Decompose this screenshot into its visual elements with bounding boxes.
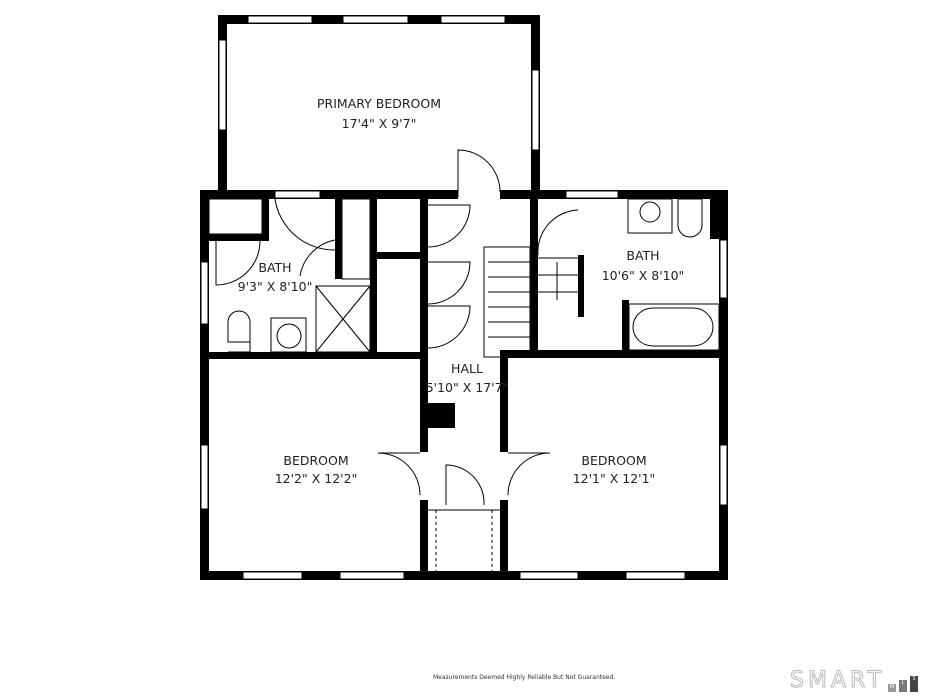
doors	[215, 149, 579, 506]
room-size: 17'4" X 9'7"	[342, 116, 417, 131]
fixtures	[208, 198, 720, 571]
room-name: HALL	[451, 361, 483, 376]
room-name: BATH	[626, 248, 659, 263]
stairs	[483, 246, 578, 358]
logo-sub: L	[899, 680, 908, 692]
logo-sub: M	[888, 684, 897, 692]
windows	[200, 15, 728, 580]
room-size: 10'6" X 8'10"	[602, 268, 685, 283]
room-labels: PRIMARY BEDROOM 17'4" X 9'7" BATH 9'3" X…	[238, 96, 685, 486]
logo-sub: S	[910, 676, 919, 692]
room-name: BEDROOM	[283, 453, 348, 468]
room-size: 9'3" X 8'10"	[238, 279, 313, 294]
disclaimer: Measurements Deemed Highly Reliable But …	[433, 674, 616, 681]
smart-mls-logo: SMART M L S	[789, 668, 919, 693]
room-name: BATH	[258, 260, 291, 275]
logo-text: SMART	[789, 668, 886, 693]
walls	[200, 15, 728, 580]
room-size: 12'2" X 12'2"	[275, 471, 358, 486]
room-name: PRIMARY BEDROOM	[317, 96, 441, 111]
room-size: 5'10" X 17'7"	[426, 380, 509, 395]
room-size: 12'1" X 12'1"	[573, 471, 656, 486]
room-name: BEDROOM	[581, 453, 646, 468]
